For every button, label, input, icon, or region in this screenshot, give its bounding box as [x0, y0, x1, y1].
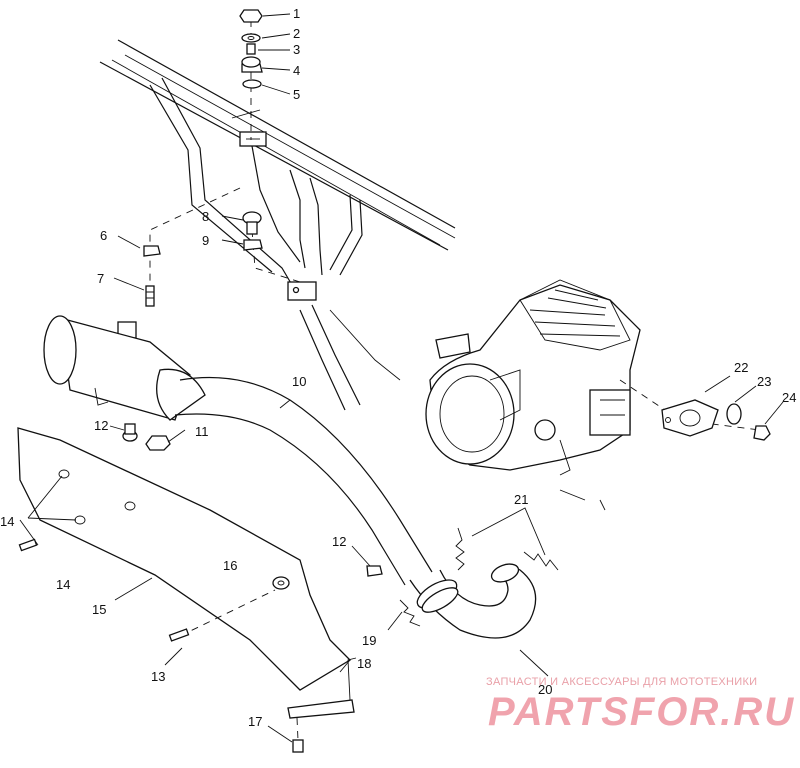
- muffler: [43, 315, 433, 586]
- expansion-pipe: [409, 563, 549, 677]
- exhaust-springs: [387, 507, 559, 631]
- callout-19: 19: [362, 633, 376, 648]
- callout-15: 15: [92, 602, 106, 617]
- callout-20: 20: [538, 682, 552, 697]
- callout-labels: 1 2 3 4 5 6 7 8 9 10 11 12 12 13 14 14 1…: [0, 6, 796, 729]
- callout-5: 5: [293, 87, 300, 102]
- frame: [99, 39, 606, 511]
- callout-6: 6: [100, 228, 107, 243]
- callout-11: 11: [195, 424, 209, 439]
- callout-13: 13: [151, 669, 165, 684]
- watermark-brand: PARTSFOR.RU: [488, 690, 796, 734]
- shield-bracket: [267, 657, 357, 753]
- muffler-mount-hardware: [113, 187, 301, 339]
- callout-16: 16: [223, 558, 237, 573]
- mounting-hardware-stack: [239, 9, 291, 140]
- callout-7: 7: [97, 271, 104, 286]
- callout-3: 3: [293, 42, 300, 57]
- callout-2: 2: [293, 26, 300, 41]
- callout-23: 23: [757, 374, 771, 389]
- callout-8: 8: [202, 209, 209, 224]
- callout-4: 4: [293, 63, 300, 78]
- callout-18: 18: [357, 656, 371, 671]
- callout-22: 22: [734, 360, 748, 375]
- callout-9: 9: [202, 233, 209, 248]
- callout-1: 1: [293, 6, 300, 21]
- heat-shield: [17, 427, 352, 691]
- callout-10: 10: [292, 374, 306, 389]
- muffler-bolts: [109, 423, 383, 577]
- callout-17: 17: [248, 714, 262, 729]
- callout-14b: 14: [56, 577, 70, 592]
- engine: [425, 279, 761, 476]
- watermark-tagline: ЗАПЧАСТИ И АКСЕССУАРЫ ДЛЯ МОТОТЕХНИКИ: [486, 676, 758, 688]
- callout-21: 21: [514, 492, 528, 507]
- callout-12a: 12: [94, 418, 108, 433]
- callout-12b: 12: [332, 534, 346, 549]
- callout-24: 24: [782, 390, 796, 405]
- exhaust-flange: [661, 375, 784, 441]
- callout-14a: 14: [0, 514, 14, 529]
